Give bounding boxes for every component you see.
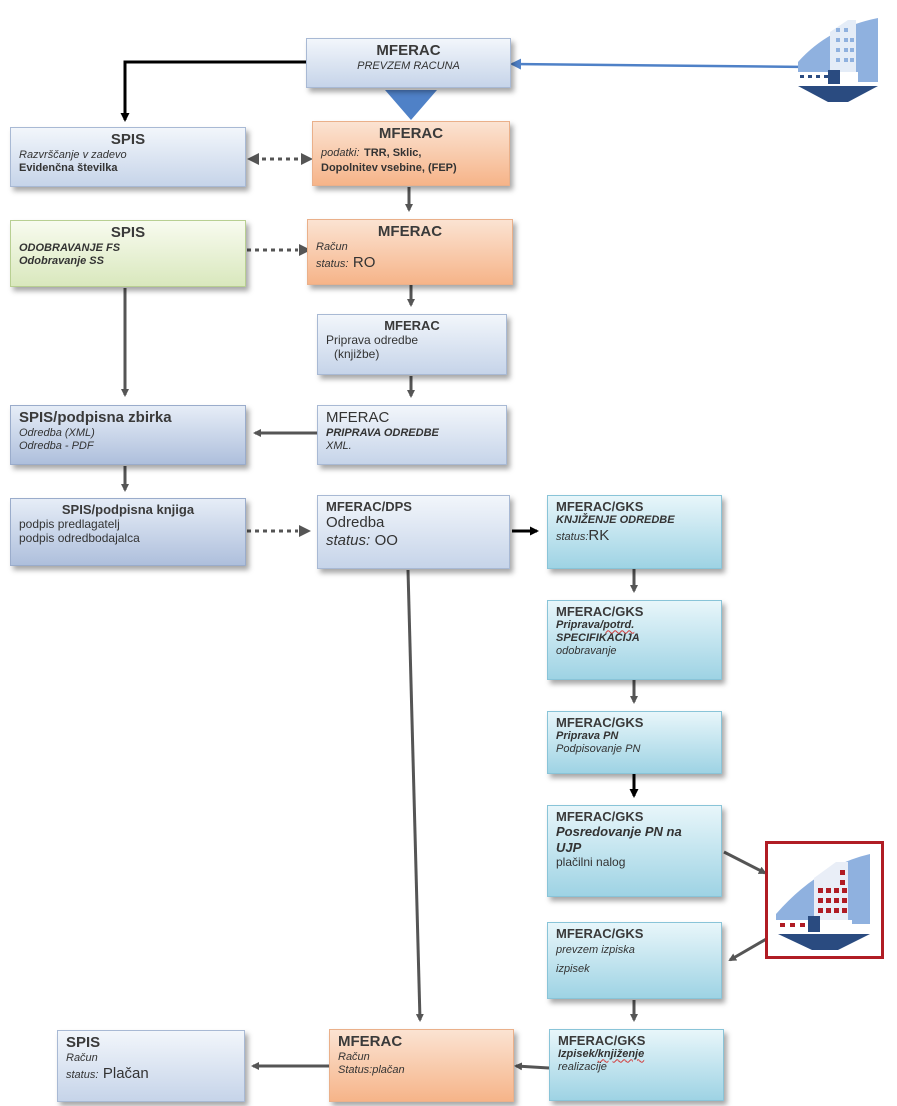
node-line: prevzem izpiska xyxy=(556,944,635,957)
node-line: Odredba (XML) xyxy=(19,426,95,439)
line-part: potrd. xyxy=(603,619,635,632)
node-title: MFERAC xyxy=(326,409,390,426)
node-title: SPIS/podpisna knjiga xyxy=(61,502,195,517)
status-label: status: xyxy=(66,1068,99,1081)
node-spis-podpisna-knjiga: SPIS/podpisna knjiga podpis predlagatelj… xyxy=(10,498,246,566)
node-status: status: Plačan xyxy=(66,1065,236,1084)
node-line: UJP xyxy=(556,839,582,855)
node-title: MFERAC/DPS xyxy=(326,499,412,514)
node-line: ODOBRAVANJE FS xyxy=(19,241,121,254)
node-title: SPIS xyxy=(110,131,146,148)
node-title: SPIS xyxy=(110,224,146,241)
ujp-building-icon xyxy=(776,854,870,950)
status-value: RK xyxy=(588,527,610,545)
node-status: Status:plačan xyxy=(338,1063,405,1076)
node-line: Evidenčna številka xyxy=(19,161,118,174)
node-line: podpis predlagatelj xyxy=(19,517,120,532)
node-line: Podpisovanje PN xyxy=(556,743,641,756)
node-line: XML. xyxy=(326,439,352,452)
node-line: izpisek xyxy=(556,963,590,976)
status-value: Plačan xyxy=(102,1064,149,1082)
node-spis-racun: SPIS Račun status: Plačan xyxy=(57,1030,245,1102)
node-title: MFERAC/GKS xyxy=(556,604,644,619)
status-value: RO xyxy=(352,253,376,271)
node-status: status: RO xyxy=(316,254,504,273)
podatki-label: podatki: xyxy=(321,146,360,159)
node-line: Račun xyxy=(338,1050,370,1063)
node-line: Priprava PN xyxy=(556,730,619,743)
podatki-value: TRR, Sklic, xyxy=(363,146,422,159)
line-part: Izpisek/ xyxy=(558,1048,598,1061)
node-line: Posredovanje PN na xyxy=(556,824,682,840)
node-line: Odredba - PDF xyxy=(19,439,94,452)
node-title: MFERAC/GKS xyxy=(556,926,644,941)
node-spis-podpisna-zbirka: SPIS/podpisna zbirka Odredba (XML) Odred… xyxy=(10,405,246,465)
node-line: Odredba xyxy=(326,514,385,532)
node-line: podatki: TRR, Sklic, xyxy=(321,143,501,162)
node-line: Račun xyxy=(66,1051,98,1064)
status-label: status: xyxy=(316,257,349,270)
node-spis-razvrscanje: SPIS Razvrščanje v zadevo Evidenčna štev… xyxy=(10,127,246,187)
node-mferac-podatki: MFERAC podatki: TRR, Sklic, Dopolnitev v… xyxy=(312,121,510,186)
node-mferac-dps: MFERAC/DPS Odredba status: OO xyxy=(317,495,510,569)
node-title: MFERAC/GKS xyxy=(556,715,644,730)
node-title: MFERAC xyxy=(338,1033,403,1050)
node-gks-prevzem-izpiska: MFERAC/GKS prevzem izpiska izpisek xyxy=(547,922,722,999)
arrow-gks6-racun xyxy=(514,1062,550,1071)
node-line: Priprava/potrd. xyxy=(556,619,713,632)
node-gks-knjizenje: MFERAC/GKS KNJIŽENJE ODREDBE status:RK xyxy=(547,495,722,569)
node-title: MFERAC xyxy=(384,318,440,333)
node-gks-posredovanje: MFERAC/GKS Posredovanje PN na UJP plačil… xyxy=(547,805,722,897)
node-mferac-ro: MFERAC Račun status: RO xyxy=(307,219,513,285)
node-gks-priprava-pn: MFERAC/GKS Priprava PN Podpisovanje PN xyxy=(547,711,722,774)
node-title: MFERAC/GKS xyxy=(558,1033,646,1048)
node-mferac-xml: MFERAC PRIPRAVA ODREDBE XML. xyxy=(317,405,507,465)
arrow-icon-to-prevzem xyxy=(510,58,811,70)
node-line: (knjižbe) xyxy=(334,347,380,362)
node-gks-specifikacija: MFERAC/GKS Priprava/potrd. SPECIFIKACIJA… xyxy=(547,600,722,680)
node-status: status: OO xyxy=(326,532,501,551)
arrow-gks4-ujp xyxy=(723,850,767,875)
node-line: Račun xyxy=(316,240,348,253)
node-title: MFERAC/GKS xyxy=(556,809,644,824)
arrow-ujp-gks5 xyxy=(728,936,769,962)
node-line: Dopolnitev vsebine, (FEP) xyxy=(321,161,457,174)
node-mferac-priprava: MFERAC Priprava odredbe (knjižbe) xyxy=(317,314,507,375)
node-line: PREVZEM RACUNA xyxy=(357,59,460,72)
node-title: MFERAC xyxy=(378,125,444,142)
node-line: Izpisek/knjiženje xyxy=(558,1048,715,1061)
arrow-dps-racun xyxy=(406,569,424,1022)
node-mferac-racun: MFERAC Račun Status:plačan xyxy=(329,1029,514,1102)
treasury-building-icon xyxy=(798,18,878,102)
node-line: Odobravanje SS xyxy=(19,254,104,267)
node-line: odobravanje xyxy=(556,645,617,658)
status-label: status: xyxy=(326,532,371,550)
node-line: plačilni nalog xyxy=(556,854,626,869)
ujp-building-frame xyxy=(765,841,884,959)
node-title: SPIS xyxy=(66,1034,101,1051)
node-gks-izpisek: MFERAC/GKS Izpisek/knjiženje realizacije xyxy=(549,1029,724,1101)
status-value: OO xyxy=(374,532,398,550)
node-title: SPIS/podpisna zbirka xyxy=(19,409,172,426)
node-line: PRIPRAVA ODREDBE xyxy=(326,426,439,439)
node-line: Razvrščanje v zadevo xyxy=(19,148,127,161)
node-line: realizacije xyxy=(558,1061,607,1074)
node-line: podpis odredbodajalca xyxy=(19,531,140,546)
node-spis-odobravanje: SPIS ODOBRAVANJE FS Odobravanje SS xyxy=(10,220,246,287)
triangle-down xyxy=(385,90,437,120)
node-title: MFERAC xyxy=(376,42,441,59)
line-part: knjiženje xyxy=(597,1048,645,1061)
node-title: MFERAC xyxy=(377,223,443,240)
node-title: MFERAC/GKS xyxy=(556,499,644,514)
arrow-prevzem-to-spis xyxy=(120,60,306,122)
node-line: SPECIFIKACIJA xyxy=(556,632,640,645)
node-line: KNJIŽENJE ODREDBE xyxy=(556,514,675,527)
node-prevzem-racuna: MFERAC PREVZEM RACUNA xyxy=(306,38,511,88)
node-status: status:RK xyxy=(556,527,713,546)
node-line: Priprava odredbe xyxy=(326,333,419,348)
line-part: Priprava/ xyxy=(556,619,604,632)
status-label: status: xyxy=(556,531,589,544)
